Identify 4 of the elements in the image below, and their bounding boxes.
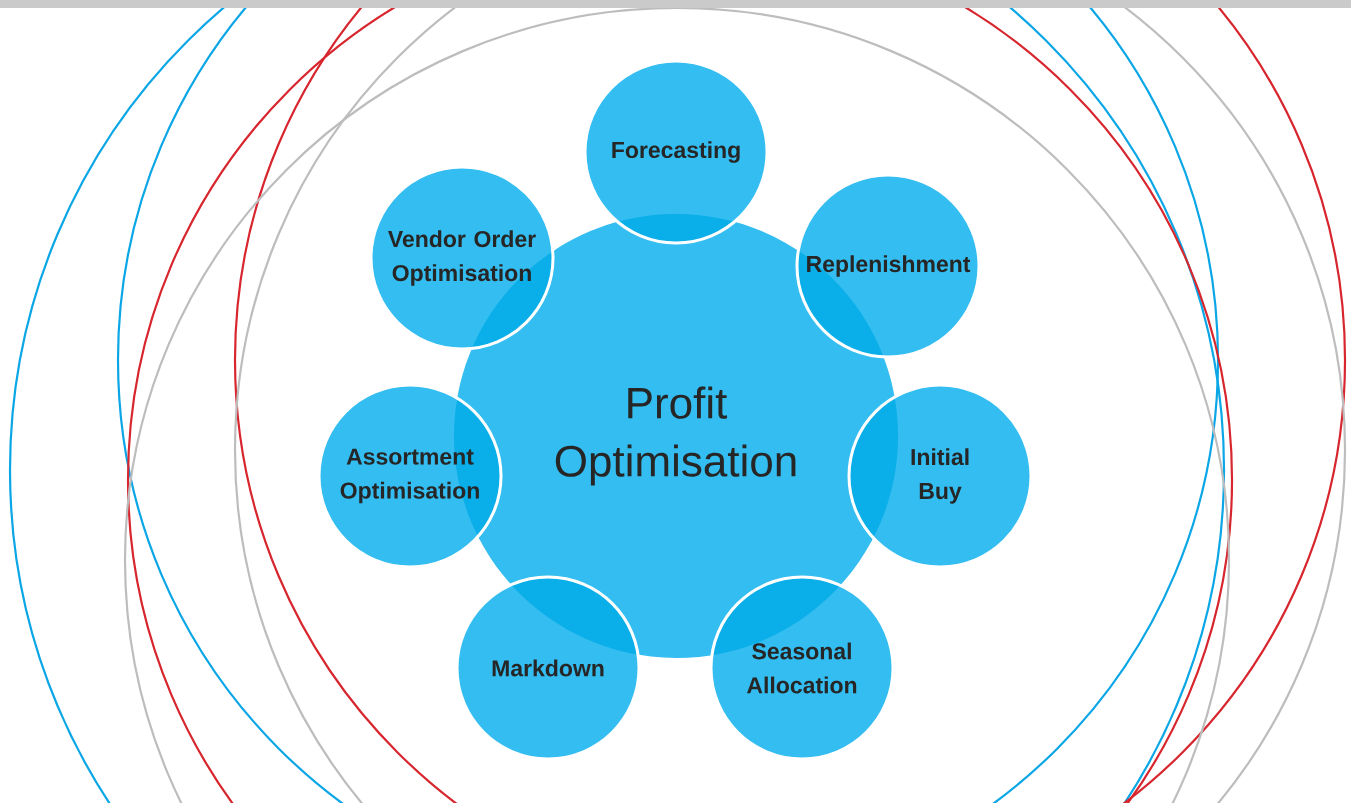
- node-label: Initial Buy: [911, 448, 969, 504]
- node-label: Markdown: [492, 659, 604, 677]
- node-label: Forecasting: [612, 141, 740, 163]
- node-label: Profit Optimisation: [555, 386, 796, 486]
